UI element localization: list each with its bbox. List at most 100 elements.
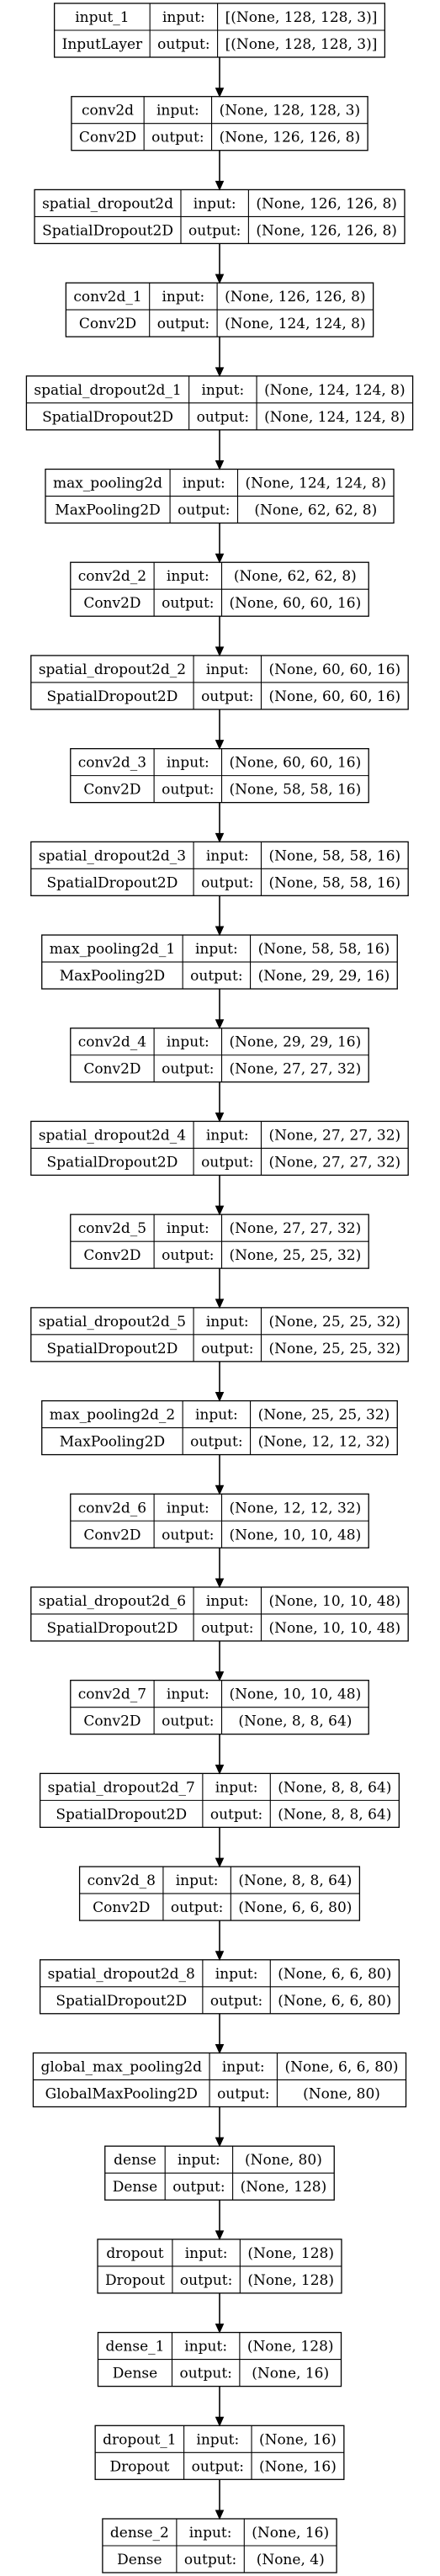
edge-arrow bbox=[215, 1454, 225, 1495]
layer-type: Conv2D bbox=[83, 595, 140, 612]
layer-name: input_1 bbox=[75, 9, 129, 26]
input-label: input: bbox=[206, 661, 249, 678]
input-label: input: bbox=[206, 1314, 249, 1330]
edge-arrow bbox=[215, 57, 225, 98]
layer-type: Conv2D bbox=[83, 1527, 140, 1543]
input-shape: (None, 80) bbox=[245, 2152, 322, 2169]
layer-name: max_pooling2d bbox=[53, 475, 162, 492]
layer-type: SpatialDropout2D bbox=[42, 222, 173, 239]
input-shape: (None, 8, 8, 64) bbox=[238, 1872, 352, 1889]
output-shape: (None, 29, 29, 16) bbox=[258, 968, 390, 985]
output-shape: (None, 58, 58, 16) bbox=[268, 874, 400, 891]
output-shape: (None, 12, 12, 32) bbox=[258, 1434, 390, 1451]
output-shape: (None, 8, 8, 64) bbox=[238, 1713, 352, 1730]
output-label: output: bbox=[162, 1247, 214, 1264]
input-label: input: bbox=[167, 1220, 209, 1237]
output-label: output: bbox=[162, 782, 214, 799]
output-shape: (None, 58, 58, 16) bbox=[230, 782, 362, 799]
input-label: input: bbox=[185, 2245, 228, 2262]
input-shape: (None, 27, 27, 32) bbox=[268, 1127, 400, 1144]
input-label: input: bbox=[195, 1407, 238, 1424]
input-shape: (None, 60, 60, 16) bbox=[230, 755, 362, 772]
input-shape: (None, 126, 126, 8) bbox=[225, 289, 366, 305]
edge-arrow bbox=[215, 1734, 225, 1775]
output-shape: [(None, 128, 128, 3)] bbox=[225, 36, 378, 53]
edge-arrow bbox=[215, 802, 225, 843]
output-shape: (None, 25, 25, 32) bbox=[230, 1247, 362, 1264]
output-label: output: bbox=[201, 1620, 253, 1637]
edge-arrow bbox=[215, 2106, 225, 2148]
output-shape: (None, 16) bbox=[252, 2366, 329, 2382]
input-label: input: bbox=[206, 847, 249, 864]
input-label: input: bbox=[193, 195, 236, 212]
layer-node-global_max_pooling2d: global_max_pooling2dGlobalMaxPooling2Din… bbox=[32, 2052, 407, 2108]
output-label: output: bbox=[151, 130, 204, 146]
edge-arrow bbox=[215, 989, 225, 1029]
output-shape: (None, 126, 126, 8) bbox=[256, 222, 397, 239]
input-label: input: bbox=[189, 2525, 232, 2541]
layer-type: InputLayer bbox=[62, 36, 143, 53]
input-label: input: bbox=[206, 1593, 249, 1610]
input-shape: (None, 16) bbox=[259, 2431, 337, 2448]
output-shape: (None, 60, 60, 16) bbox=[268, 688, 400, 705]
layer-name: conv2d_4 bbox=[78, 1034, 146, 1051]
layer-type: SpatialDropout2D bbox=[47, 1620, 178, 1637]
input-shape: (None, 128) bbox=[247, 2245, 334, 2262]
edge-arrow bbox=[215, 150, 225, 191]
input-shape: (None, 62, 62, 8) bbox=[234, 568, 357, 585]
layer-name: spatial_dropout2d_4 bbox=[39, 1127, 186, 1144]
layer-name: conv2d bbox=[82, 103, 134, 120]
input-shape: (None, 60, 60, 16) bbox=[268, 661, 400, 678]
input-label: input: bbox=[162, 289, 205, 305]
input-shape: [(None, 128, 128, 3)] bbox=[225, 9, 378, 26]
output-shape: (None, 128) bbox=[241, 2179, 327, 2196]
layer-name: conv2d_2 bbox=[78, 568, 146, 585]
layer-name: spatial_dropout2d_2 bbox=[39, 661, 186, 678]
input-label: input: bbox=[201, 382, 244, 399]
output-label: output: bbox=[188, 222, 241, 239]
layer-name: conv2d_1 bbox=[73, 289, 141, 305]
input-shape: (None, 126, 126, 8) bbox=[256, 195, 397, 212]
layer-node-spatial_dropout2d_4: spatial_dropout2d_4SpatialDropout2Dinput… bbox=[30, 1120, 409, 1176]
input-shape: (None, 124, 124, 8) bbox=[264, 382, 406, 399]
output-label: output: bbox=[162, 1061, 214, 1078]
layer-name: dropout bbox=[106, 2245, 163, 2262]
edge-arrow bbox=[215, 2200, 225, 2241]
layer-node-spatial_dropout2d_7: spatial_dropout2d_7SpatialDropout2Dinput… bbox=[39, 1772, 400, 1829]
output-label: output: bbox=[162, 1713, 214, 1730]
output-label: output: bbox=[178, 502, 230, 519]
layer-name: spatial_dropout2d_5 bbox=[39, 1314, 186, 1330]
input-label: input: bbox=[156, 103, 199, 120]
output-label: output: bbox=[201, 688, 253, 705]
layer-name: spatial_dropout2d_3 bbox=[39, 847, 186, 864]
output-shape: (None, 6, 6, 80) bbox=[278, 1993, 391, 2010]
layer-node-max_pooling2d_2: max_pooling2d_2MaxPooling2Dinput:output:… bbox=[41, 1400, 398, 1456]
output-label: output: bbox=[180, 2272, 232, 2289]
layer-type: SpatialDropout2D bbox=[47, 874, 178, 891]
output-label: output: bbox=[190, 968, 242, 985]
output-shape: (None, 16) bbox=[259, 2458, 337, 2475]
input-shape: (None, 6, 6, 80) bbox=[284, 2058, 398, 2075]
output-shape: (None, 25, 25, 32) bbox=[268, 1341, 400, 1357]
output-shape: (None, 80) bbox=[303, 2085, 380, 2102]
output-shape: (None, 8, 8, 64) bbox=[278, 1806, 391, 1823]
input-label: input: bbox=[178, 2152, 220, 2169]
layer-node-max_pooling2d: max_pooling2dMaxPooling2Dinput:output:(N… bbox=[45, 468, 395, 524]
layer-type: Conv2D bbox=[83, 1713, 140, 1730]
output-label: output: bbox=[217, 2085, 269, 2102]
edge-arrow bbox=[215, 709, 225, 750]
edge-arrow bbox=[215, 243, 225, 284]
layer-type: Conv2D bbox=[83, 1061, 140, 1078]
output-shape: (None, 124, 124, 8) bbox=[264, 409, 406, 426]
edge-arrow bbox=[215, 1920, 225, 1961]
layer-type: SpatialDropout2D bbox=[56, 1993, 187, 2010]
layer-node-spatial_dropout2d: spatial_dropout2dSpatialDropout2Dinput:o… bbox=[34, 189, 406, 245]
output-label: output: bbox=[197, 409, 249, 426]
